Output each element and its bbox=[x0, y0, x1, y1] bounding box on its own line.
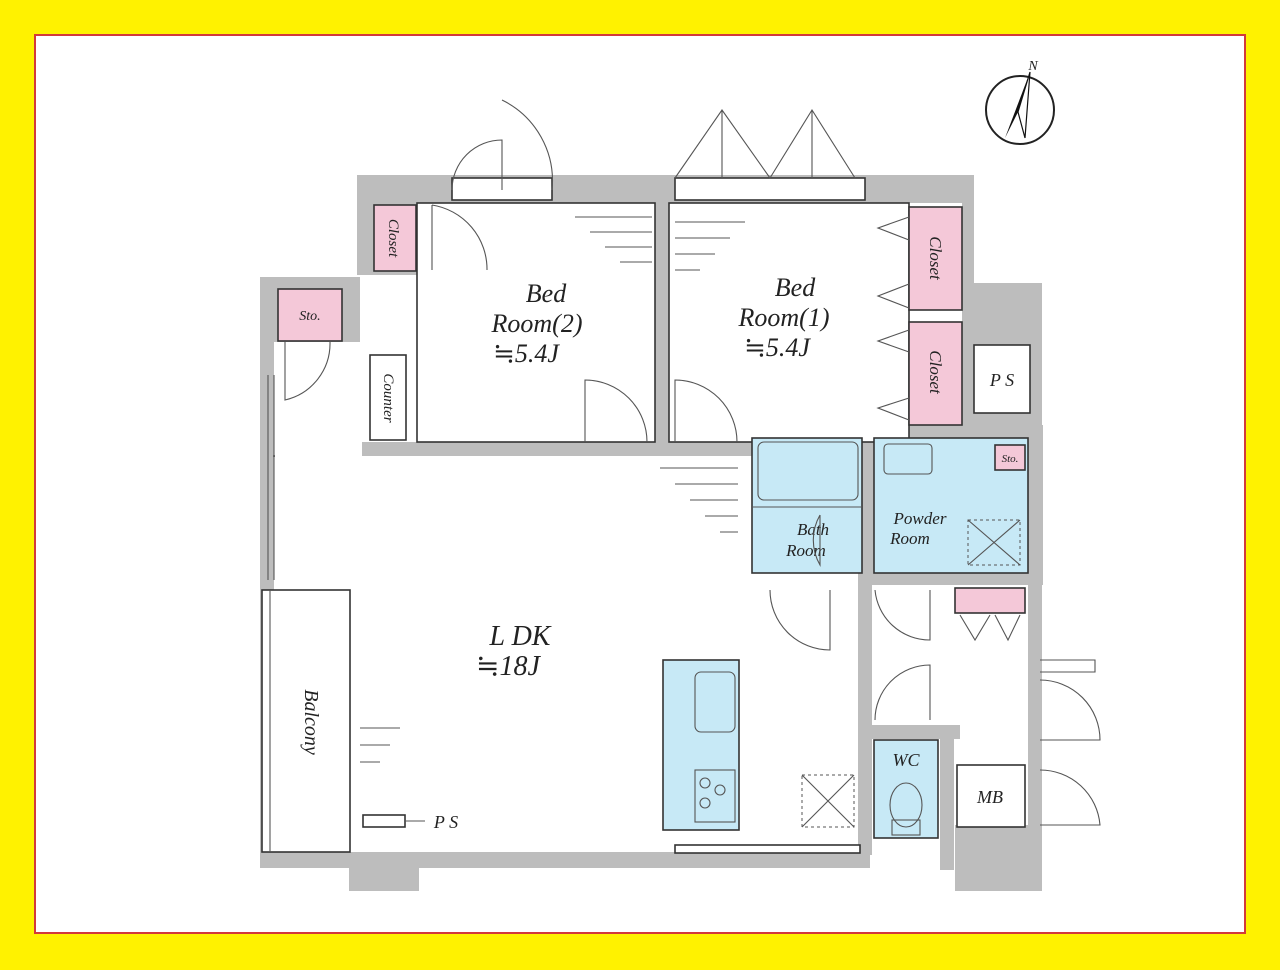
powder-name2: Room bbox=[889, 529, 930, 548]
ldk-size: ≒18J bbox=[476, 651, 541, 682]
bath-powder: Bath Room Sto. Powder Room bbox=[751, 437, 1029, 574]
storage-right bbox=[994, 444, 1026, 471]
bedroom2-size: ≒5.4J bbox=[493, 339, 560, 368]
storage-left bbox=[277, 288, 343, 342]
bedroom-2: Closet Bed Room(2) ≒5.4J bbox=[373, 99, 656, 443]
balcony-label: Balcony bbox=[300, 689, 322, 755]
wc-label: WC bbox=[893, 750, 921, 770]
closet-bed1-lower bbox=[908, 321, 963, 426]
mb bbox=[956, 764, 1026, 828]
bedroom2-name1: Bed bbox=[526, 279, 567, 308]
powder-name1: Powder bbox=[893, 509, 947, 528]
compass: N bbox=[985, 59, 1055, 145]
storage-left-label: Sto. bbox=[299, 309, 320, 324]
mb-label: MB bbox=[976, 787, 1003, 807]
bedroom1-name1: Bed bbox=[775, 273, 816, 302]
closet-bed2-label: Closet bbox=[385, 219, 401, 258]
wc: WC bbox=[873, 739, 939, 839]
ps-right bbox=[973, 344, 1031, 414]
closet-bed1-upper bbox=[908, 206, 963, 311]
bath-name1: Bath bbox=[797, 520, 829, 539]
ps-bottom-label: P S bbox=[433, 812, 458, 832]
counter-label: Counter bbox=[380, 373, 396, 422]
closet-bed2 bbox=[373, 204, 417, 272]
kitchen-counter bbox=[662, 659, 740, 831]
bedroom1-size: ≒5.4J bbox=[744, 333, 811, 362]
closet-bed1-lower-label: Closet bbox=[926, 350, 945, 395]
bedroom2-name2: Room(2) bbox=[491, 309, 583, 338]
ldk-name: L DK bbox=[489, 621, 552, 652]
hallway-doors bbox=[769, 587, 1101, 826]
compass-north-label: N bbox=[1027, 59, 1038, 74]
storage-right-label: Sto. bbox=[1002, 453, 1019, 465]
bedroom-1: Closet Closet Bed Room(1) ≒5.4J bbox=[668, 108, 963, 443]
counter bbox=[369, 354, 407, 441]
ps-right-label: P S bbox=[989, 370, 1014, 390]
balcony: Balcony bbox=[261, 589, 351, 853]
bedroom1-name2: Room(1) bbox=[738, 303, 830, 332]
closet-bed1-upper-label: Closet bbox=[926, 236, 945, 281]
